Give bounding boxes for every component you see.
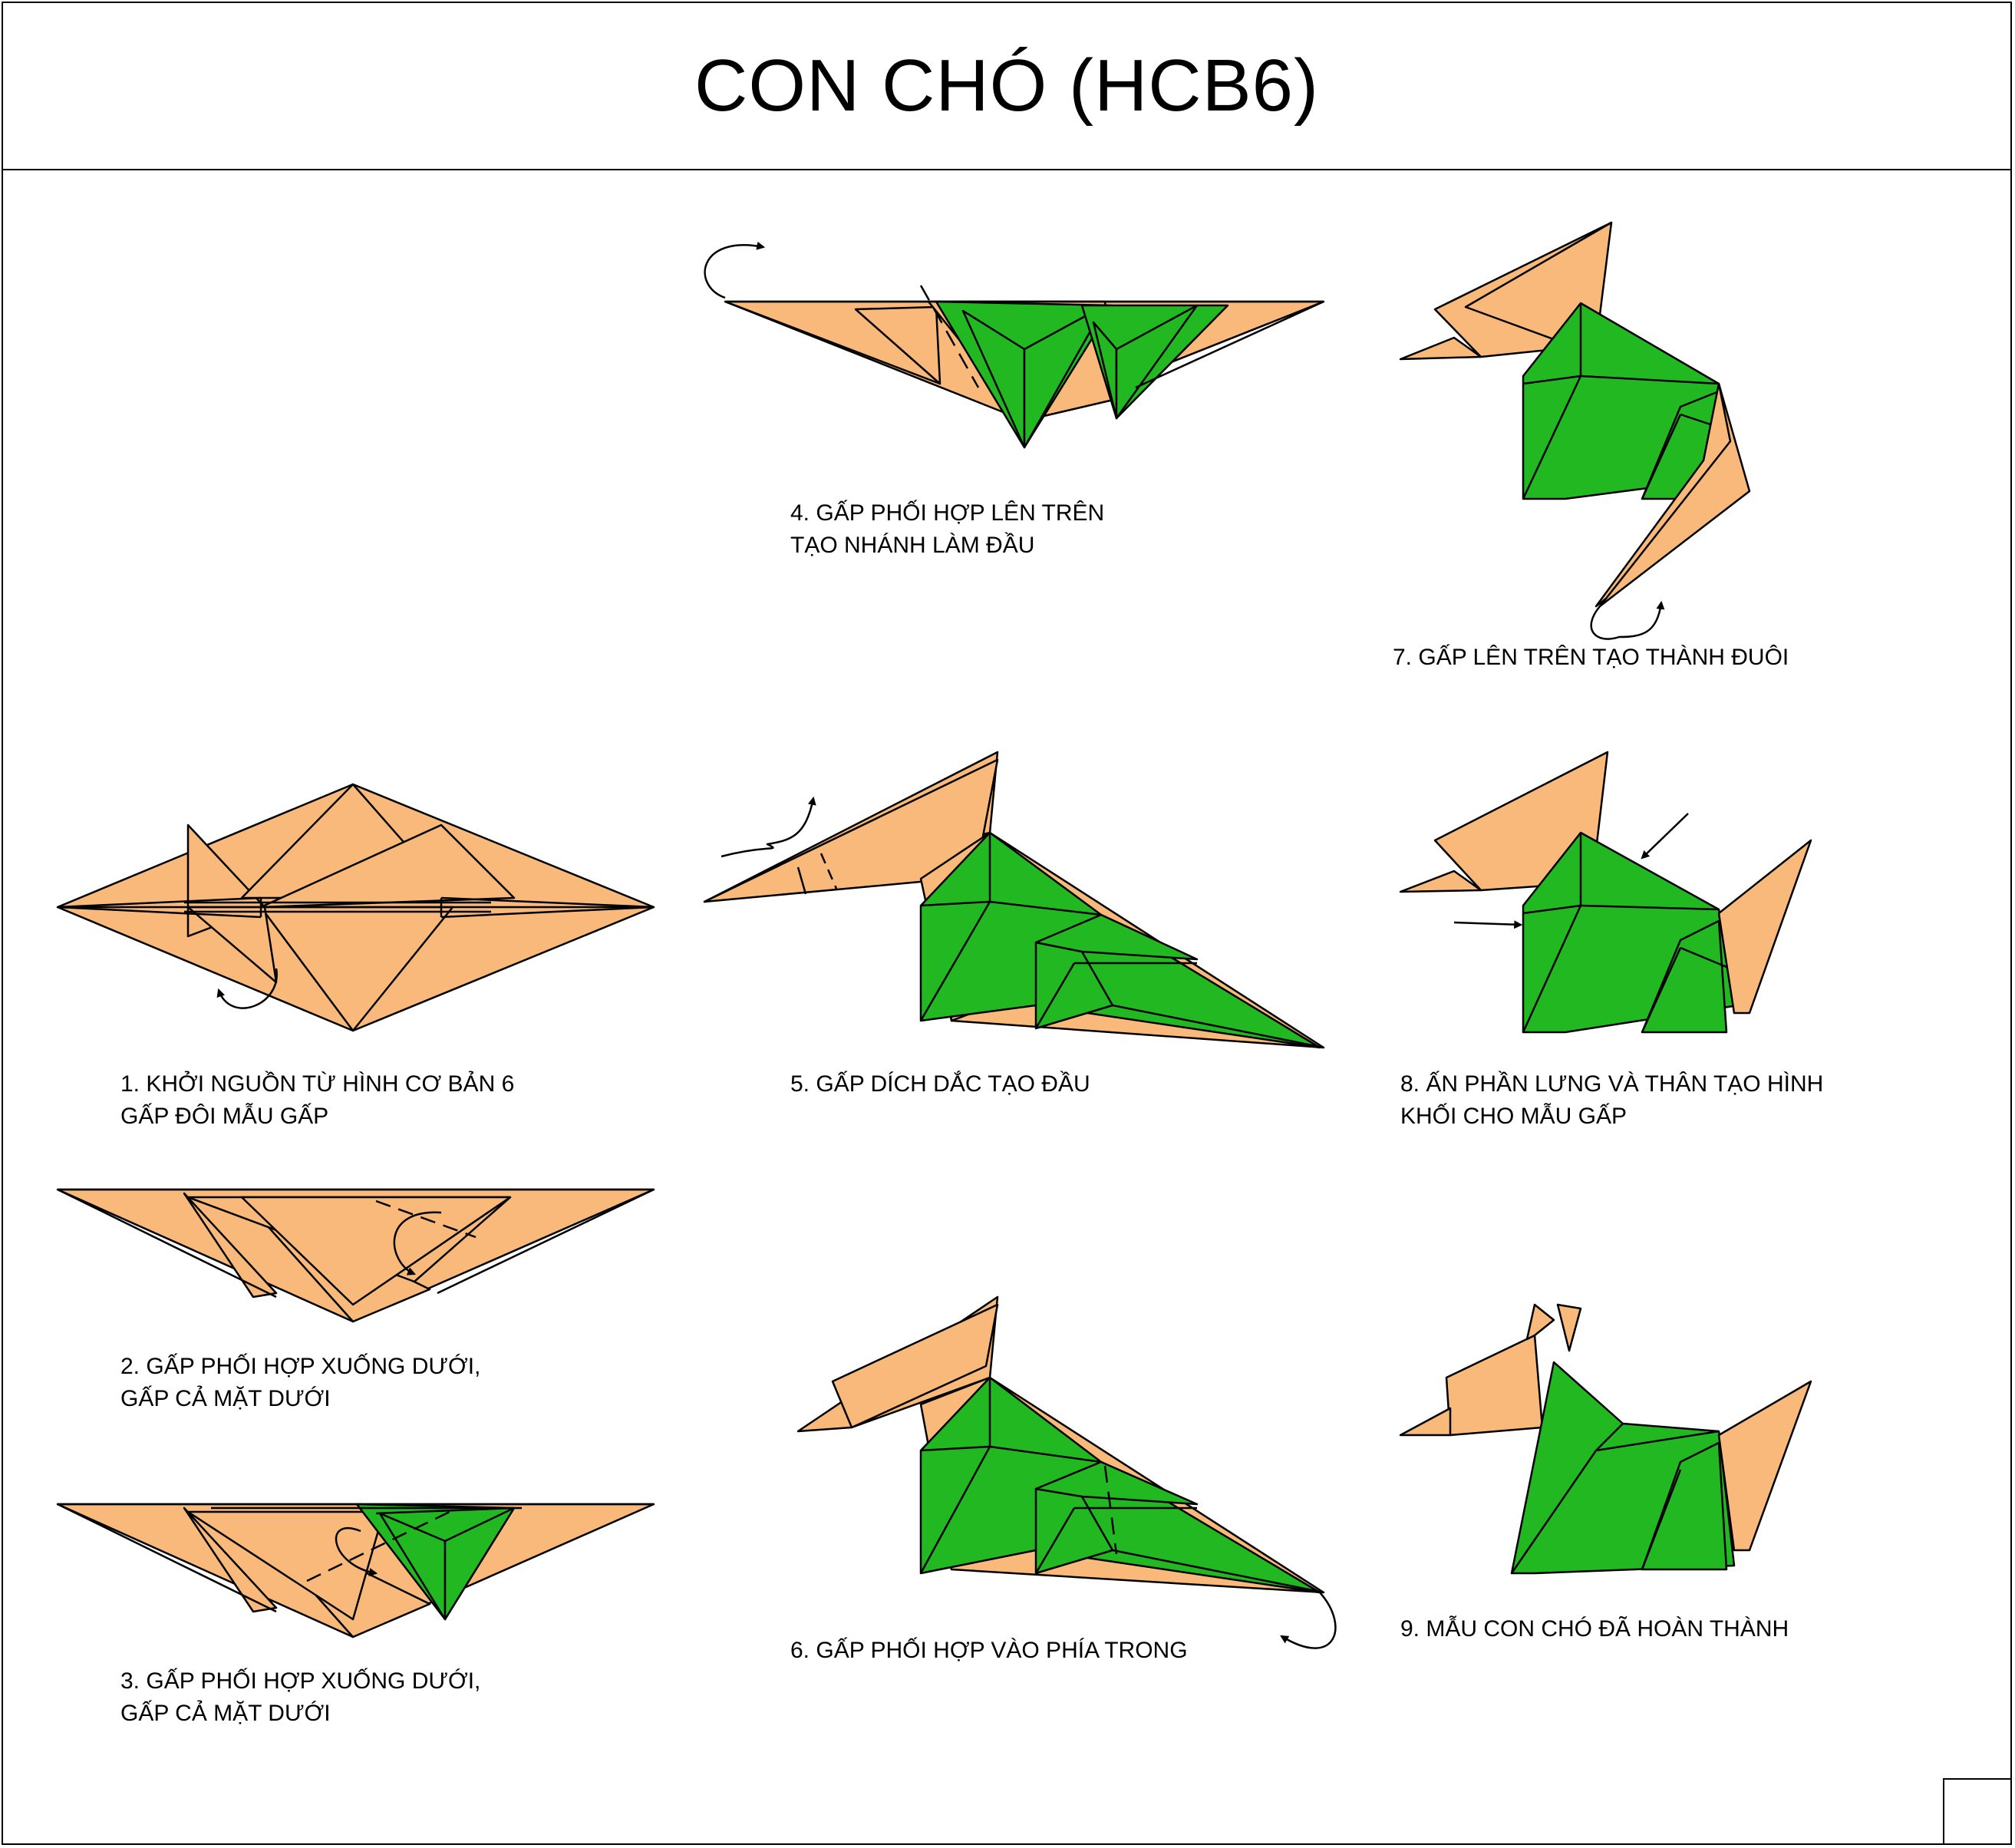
step-9-figure (1399, 1303, 1812, 1575)
step-2-caption: 2. GẤP PHỐI HỢP XUỐNG DƯỚI, GẤP CẢ MẶT D… (120, 1354, 481, 1411)
step-7-figure (1399, 221, 1751, 640)
title-bar: CON CHÓ (HCB6) (3, 3, 2010, 170)
corner-box (1943, 1778, 2010, 1843)
step-1-caption: 1. KHỞI NGUỒN TỪ HÌNH CƠ BẢN 6 GẤP ĐÔI M… (120, 1071, 515, 1129)
step-6-figure (796, 1295, 1337, 1649)
step-4-caption: 4. GẤP PHỐI HỢP LÊN TRÊN TẠO NHÁNH LÀM Đ… (790, 500, 1105, 558)
step-5-figure (703, 751, 1325, 1049)
step-6-caption: 6. GẤP PHỐI HỢP VÀO PHÍA TRONG (790, 1638, 1188, 1663)
step-2-figure (56, 1188, 655, 1323)
step-8-caption: 8. ẤN PHẦN LƯNG VÀ THÂN TẠO HÌNH KHỐI CH… (1400, 1071, 1824, 1129)
step-3-figure (56, 1503, 655, 1638)
step-3-caption: 3. GẤP PHỐI HỢP XUỐNG DƯỚI, GẤP CẢ MẶT D… (120, 1668, 481, 1726)
step-8-figure (1399, 751, 1812, 1034)
step-5-caption: 5. GẤP DÍCH DẮC TẠO ĐẦU (790, 1071, 1090, 1097)
page-title: CON CHÓ (HCB6) (694, 45, 1319, 127)
step-9-caption: 9. MẪU CON CHÓ ĐÃ HOÀN THÀNH (1400, 1616, 1789, 1642)
step-1-figure (56, 783, 655, 1032)
step-7-caption: 7. GẤP LÊN TRÊN TẠO THÀNH ĐUÔI (1393, 645, 1789, 670)
step-4-figure (704, 241, 1325, 449)
